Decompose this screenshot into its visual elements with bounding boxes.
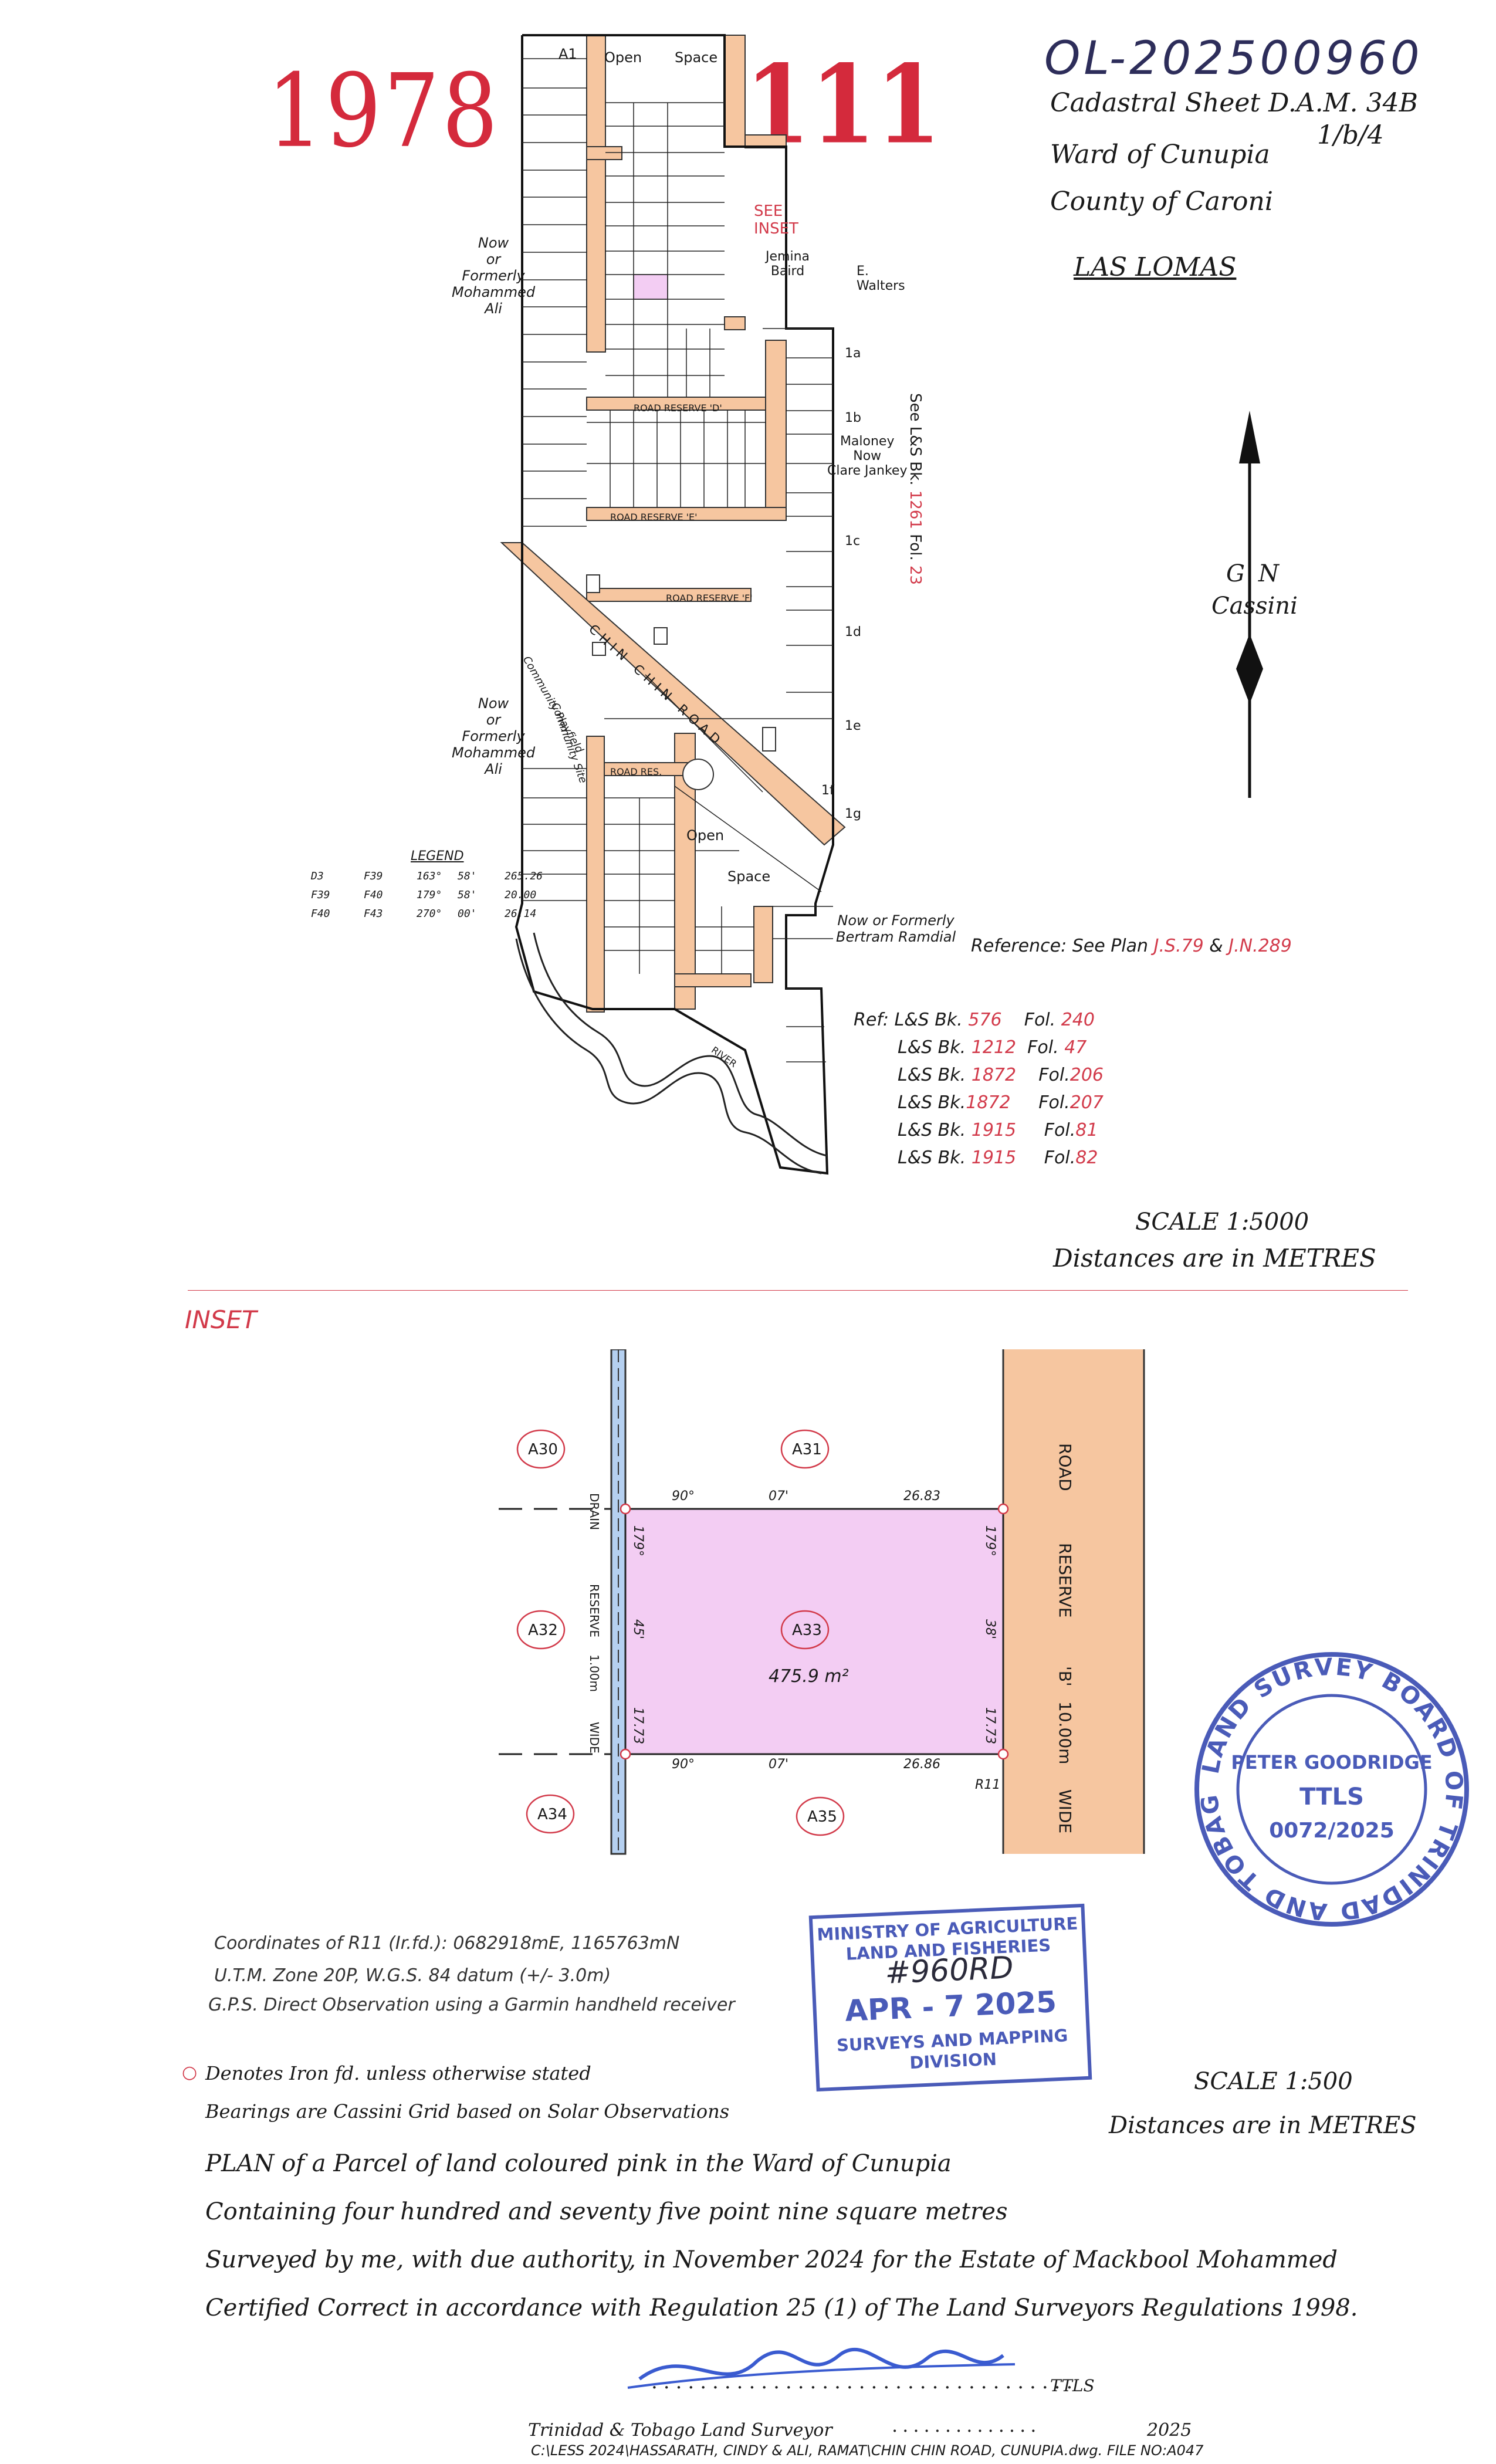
inset-lot-a32: A32: [528, 1622, 558, 1639]
lot-1e: 1e: [845, 719, 861, 733]
reference-books: Ref: L&S Bk. 576 Fol. 240 L&S Bk. 1212 F…: [854, 1010, 1104, 1168]
coordinates-line-2: U.T.M. Zone 20P, W.G.S. 84 datum (+/- 3.…: [214, 1965, 611, 1986]
scale-main: SCALE 1:5000: [1135, 1209, 1309, 1236]
iron-symbol: ○: [182, 2062, 198, 2083]
survey-board-stamp: LAND SURVEY BOARD OF TRINIDAD AND TOBAGO: [1185, 1643, 1469, 1927]
file-reference: OL-202500960: [1044, 32, 1423, 85]
bottom-bearing-min: 07': [769, 1757, 789, 1772]
bottom-bearing-deg: 90°: [672, 1757, 695, 1772]
inset-lot-a35: A35: [807, 1808, 837, 1826]
north-n: N: [1258, 560, 1279, 587]
road-b-3: 'B': [1055, 1666, 1075, 1687]
lot-1a: 1a: [845, 346, 861, 361]
inset-lot-a30: A30: [528, 1441, 558, 1458]
drain-label-1: DRAIN: [587, 1493, 601, 1531]
signature-dots: ...................................: [651, 2370, 1079, 2394]
sheet-sub: 1/b/4: [1317, 120, 1384, 150]
right-bearing-dist: 17.73: [983, 1707, 997, 1744]
plan-line-2: Containing four hundred and seventy five…: [205, 2198, 1008, 2225]
inset-lot-a31: A31: [792, 1441, 822, 1458]
right-bearing-min: 38': [983, 1619, 997, 1640]
drain-label-2: RESERVE: [587, 1584, 601, 1637]
surveyor-signature: [627, 2347, 1016, 2389]
lot-1d: 1d: [845, 625, 861, 639]
space-label: Space: [675, 49, 718, 66]
lot-1g: 1g: [845, 807, 861, 821]
left-bearing-min: 45': [631, 1619, 645, 1640]
stamp-name: PETER GOODRIDGE: [1231, 1751, 1433, 1773]
plan-line-3: Surveyed by me, with due authority, in N…: [205, 2246, 1338, 2273]
top-bearing-dist: 26.83: [903, 1489, 940, 1504]
lot-1f: 1f: [821, 783, 834, 798]
open-space-label: Open: [604, 49, 642, 66]
plan-line-1: PLAN of a Parcel of land coloured pink i…: [205, 2150, 952, 2177]
drain-label-4: WIDE: [587, 1722, 601, 1754]
lot-1c: 1c: [845, 534, 861, 549]
signature-year: 2025: [1147, 2420, 1192, 2441]
open-space-bottom-1: Open: [686, 827, 725, 844]
left-bearing-dist: 17.73: [631, 1707, 645, 1744]
road-reserve-e: ROAD RESERVE 'E': [610, 512, 698, 523]
inset-lot-a34: A34: [537, 1806, 567, 1823]
lot-1b: 1b: [845, 411, 861, 425]
road-reserve-f: ROAD RESERVE 'F': [666, 593, 753, 604]
stamp-number: 0072/2025: [1269, 1819, 1395, 1843]
drain-label-3: 1.00m: [587, 1654, 601, 1693]
north-cassini: Cassini: [1211, 593, 1298, 620]
e-walters: E.Walters: [857, 264, 905, 293]
road-b-4: 10.00m: [1055, 1701, 1075, 1765]
coordinates-line-1: Coordinates of R11 (Ir.fd.): 0682918mE, …: [214, 1933, 680, 1954]
road-res: ROAD RES.: [610, 766, 662, 777]
inset-title: INSET: [185, 1305, 257, 1334]
legend-title: LEGEND: [411, 849, 464, 864]
scale-inset: SCALE 1:500: [1194, 2068, 1353, 2095]
lot-a1: A1: [559, 46, 577, 62]
open-space-bottom-2: Space: [727, 868, 771, 885]
plan-line-4: Certified Correct in accordance with Reg…: [205, 2294, 1358, 2321]
signature-ttls: TTLS: [1050, 2376, 1095, 2395]
stamp-ttls: TTLS: [1299, 1783, 1364, 1810]
bearings-note: Bearings are Cassini Grid based on Solar…: [205, 2100, 730, 2123]
road-reserves: [586, 35, 787, 1013]
road-b-5: WIDE: [1055, 1789, 1075, 1834]
ministry-stamp: MINISTRY OF AGRICULTURE LAND AND FISHERI…: [808, 1903, 1092, 2092]
locality: LAS LOMAS: [1074, 252, 1237, 282]
cadastral-sheet: Cadastral Sheet D.A.M. 34B: [1050, 88, 1418, 118]
left-bearing-deg: 179°: [631, 1525, 645, 1556]
parcel-area: 475.9 m²: [769, 1666, 849, 1687]
top-bearing-min: 07': [769, 1489, 789, 1504]
cadastral-map: .lt { font-family:"DejaVu Sans", sans-se…: [188, 34, 1408, 1291]
date-dots: ..............: [892, 2414, 1041, 2436]
year-mark: 1978: [267, 53, 500, 171]
road-b-2: RESERVE: [1055, 1543, 1075, 1618]
right-bearing-deg: 179°: [983, 1525, 997, 1556]
inset-lot-a33: A33: [792, 1622, 822, 1639]
inset-drawing: [499, 1349, 1145, 1855]
road-b-1: ROAD: [1055, 1443, 1075, 1491]
ward: Ward of Cunupia: [1050, 140, 1270, 170]
bottom-bearing-dist: 26.86: [903, 1757, 940, 1772]
file-path: C:\LESS 2024\HASSARATH, CINDY & ALI, RAM…: [531, 2442, 1204, 2459]
surveyor-title: Trinidad & Tobago Land Surveyor: [528, 2420, 832, 2441]
top-bearing-deg: 90°: [672, 1489, 695, 1504]
corner-r11: R11: [975, 1778, 1001, 1792]
iron-note: Denotes Iron fd. unless otherwise stated: [205, 2062, 591, 2084]
north-arrow: [1236, 411, 1263, 798]
coordinates-line-3: G.P.S. Direct Observation using a Garmin…: [208, 1995, 735, 2015]
county: County of Caroni: [1050, 187, 1273, 216]
reference-plans: Reference: See Plan J.S.79 & J.N.289: [971, 936, 1292, 956]
distances-inset: Distances are in METRES: [1109, 2112, 1417, 2139]
see-ls-book: See L&S Bk. 1261 Fol. 23: [906, 393, 924, 585]
distances-main: Distances are in METRES: [1053, 1244, 1376, 1272]
road-reserve-d: ROAD RESERVE 'D': [634, 402, 722, 414]
north-g: G: [1226, 560, 1245, 587]
